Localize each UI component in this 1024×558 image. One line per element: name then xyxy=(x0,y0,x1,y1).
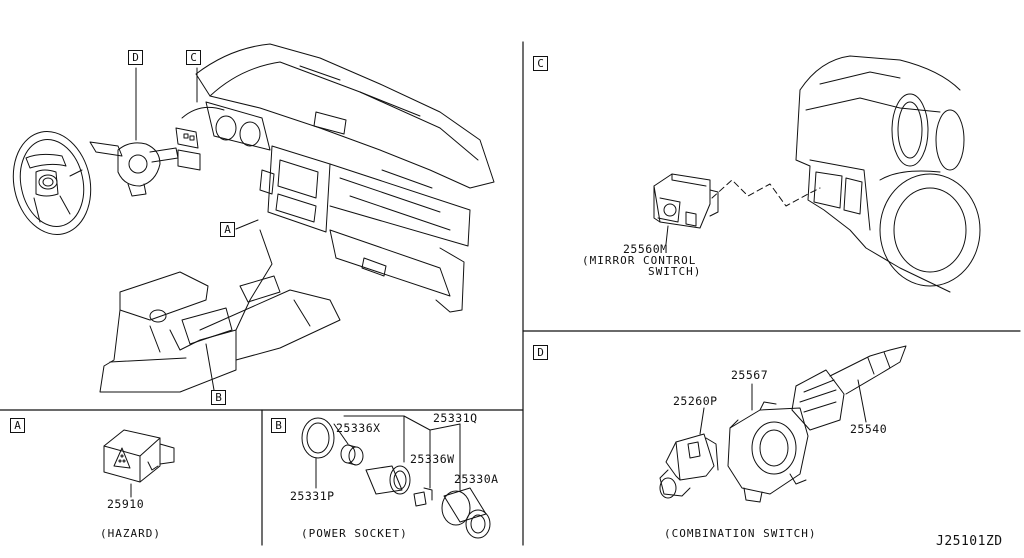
part-combo-right: 25540 xyxy=(850,422,888,436)
panel-label-a: A xyxy=(10,418,25,433)
callout-c-main: C xyxy=(186,50,201,65)
callout-b-main: B xyxy=(211,390,226,405)
part-combo-left: 25260P xyxy=(673,394,718,408)
part-socket-body: 25336W xyxy=(410,452,455,466)
combination-switch-drawing xyxy=(659,345,907,503)
part-socket-assy: 25331Q xyxy=(433,411,478,425)
dashboard-drawing xyxy=(99,43,495,393)
callout-d-main: D xyxy=(128,50,143,65)
power-socket-drawing xyxy=(301,415,491,539)
caption-mirror-line2: SWITCH) xyxy=(648,265,702,278)
part-socket-housing: 25330A xyxy=(454,472,499,486)
steering-wheel-drawing xyxy=(12,131,92,235)
panel-label-b: B xyxy=(271,418,286,433)
caption-power-socket: (POWER SOCKET) xyxy=(301,527,408,540)
part-socket-cap: 25331P xyxy=(290,489,335,503)
part-hazard: 25910 xyxy=(107,497,145,511)
caption-hazard: (HAZARD) xyxy=(100,527,161,540)
combination-switch-small-drawing xyxy=(89,67,179,197)
mirror-switch-drawing xyxy=(653,173,821,245)
door-panel-drawing xyxy=(795,55,981,293)
part-socket-sleeve: 25336X xyxy=(336,421,381,435)
callout-a-main: A xyxy=(220,222,235,237)
panel-label-c: C xyxy=(533,56,548,71)
part-combo-spiral: 25567 xyxy=(731,368,769,382)
part-mirror-switch: 25560M xyxy=(623,242,668,256)
panel-label-d: D xyxy=(533,345,548,360)
caption-mirror-line1: (MIRROR CONTROL xyxy=(582,254,697,267)
drawing-code: J25101ZD xyxy=(936,534,1003,549)
panel-dividers xyxy=(0,41,1021,546)
hazard-switch-drawing xyxy=(103,429,175,498)
caption-combination-switch: (COMBINATION SWITCH) xyxy=(664,527,817,540)
